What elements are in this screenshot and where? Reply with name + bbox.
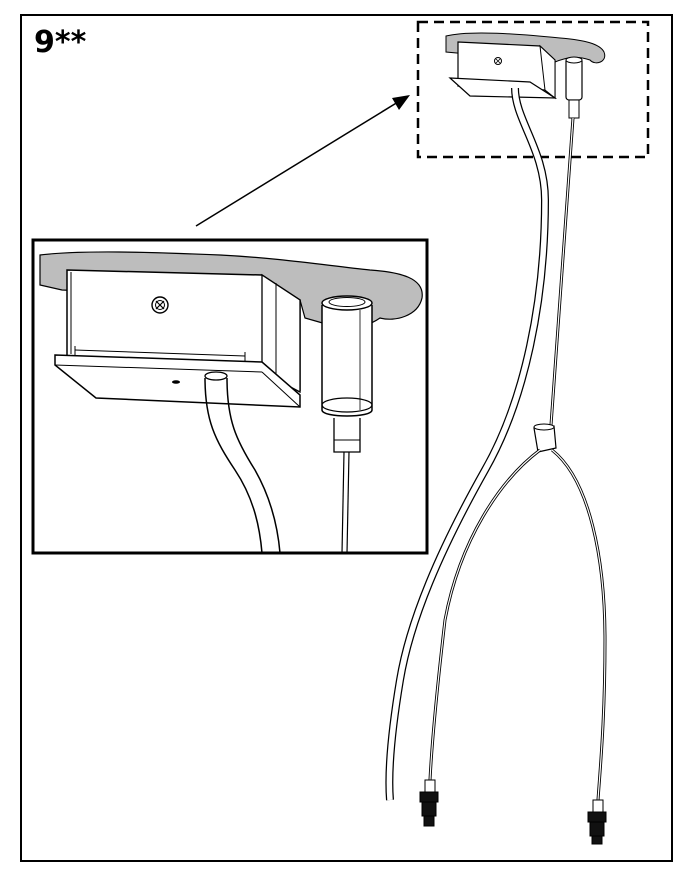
- suspension-wire: [341, 451, 345, 554]
- power-cord: [385, 87, 550, 801]
- detail-highlight-box: [416, 20, 650, 159]
- step-number: 9**: [34, 25, 87, 60]
- cable-clamp: [565, 57, 583, 101]
- suspension-wire: [346, 451, 350, 554]
- screw-icon: [151, 296, 169, 314]
- plug-connector: [587, 799, 607, 845]
- zoom-arrow: [195, 95, 410, 227]
- suspension-wire: [428, 117, 607, 801]
- plug-connector: [419, 779, 439, 827]
- detail-inset: [31, 238, 429, 555]
- cable-clamp: [321, 295, 373, 453]
- ceiling-fixture-small: [445, 32, 606, 119]
